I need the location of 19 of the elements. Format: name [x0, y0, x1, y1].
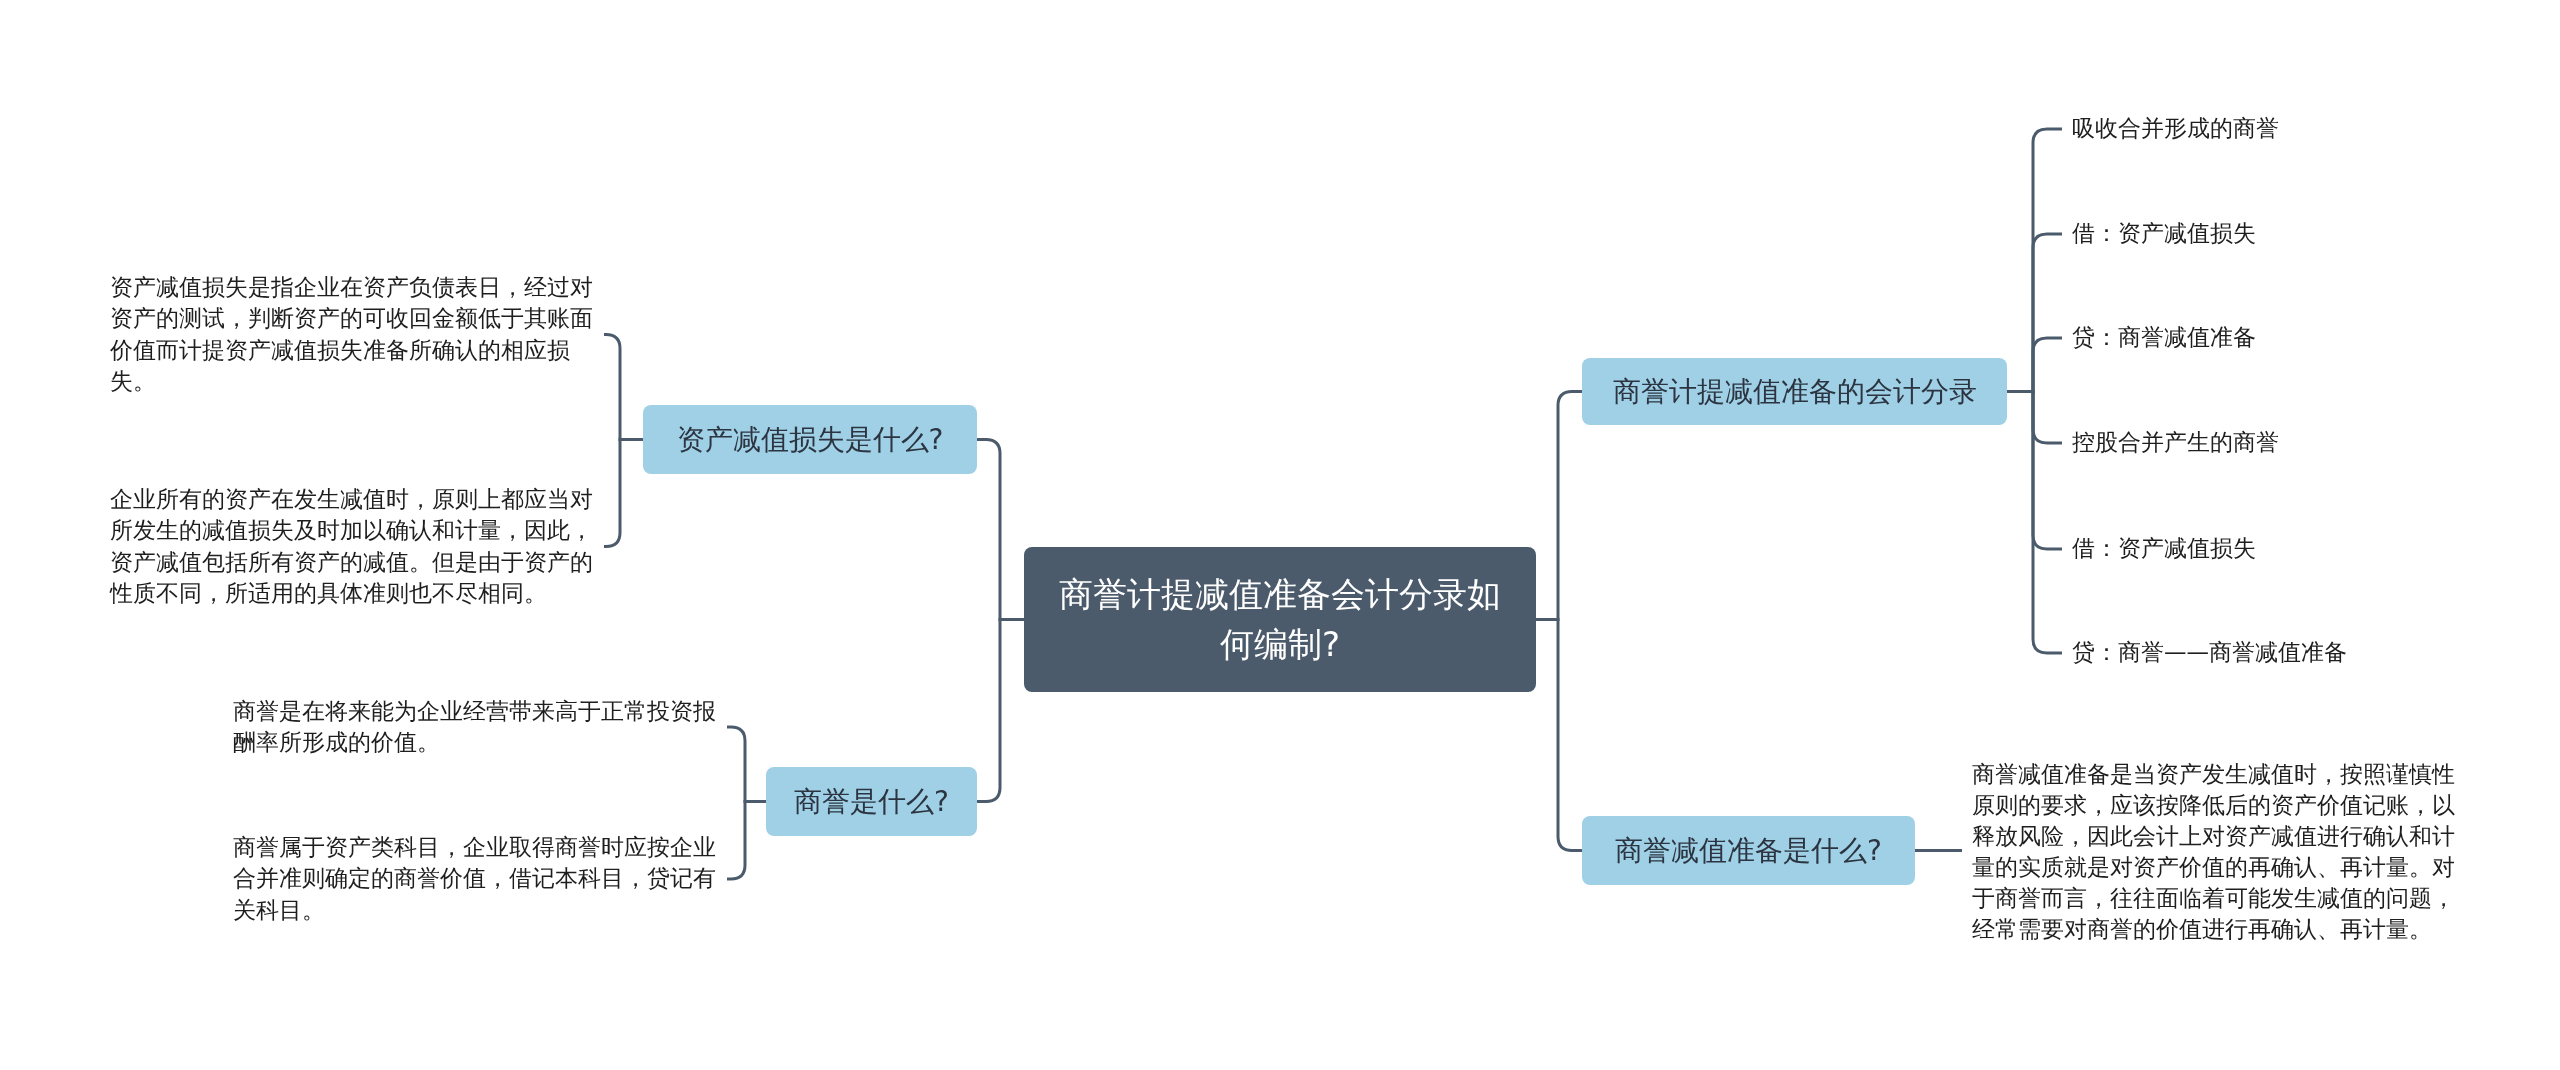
note-text: 贷：商誉减值准备	[2062, 321, 2482, 355]
note-text: 控股合并产生的商誉	[2062, 426, 2482, 460]
note-text: 商誉是在将来能为企业经营带来高于正常投资报酬率所形成的价值。	[223, 697, 727, 757]
note-text: 商誉减值准备是当资产发生减值时，按照谨慎性原则的要求，应该按降低后的资产价值记账，以释放风险，因此会计上对资产减值进行确认和计量的实质就是对资产价值的再确认、再计量。对于商誉而言，往往面临着可能发生减值的问题，经常需要对商誉的价值进行再确认、再计量。	[1962, 746, 2466, 958]
note-text: 企业所有的资产在发生减值时，原则上都应当对所发生的减值损失及时加以确认和计量，因此，资产减值包括所有资产的减值。但是由于资产的性质不同，所适用的具体准则也不尽相同。	[100, 471, 604, 622]
note-text: 资产减值损失是指企业在资产负债表日，经过对资产的测试，判断资产的可收回金额低于其账面价值而计提资产减值损失准备所确认的相应损失。	[100, 272, 604, 397]
topic-box: 商誉减值准备是什么?	[1582, 816, 1915, 885]
connector-line	[1915, 849, 1962, 852]
connector-line	[977, 618, 1024, 803]
connector-line	[1536, 618, 1582, 852]
topic-box: 商誉计提减值准备的会计分录	[1582, 358, 2007, 425]
note-text: 借：资产减值损失	[2062, 532, 2482, 566]
note-text: 吸收合并形成的商誉	[2062, 112, 2482, 146]
topic-box: 资产减值损失是什么?	[643, 405, 977, 474]
central-topic-box: 商誉计提减值准备会计分录如何编制?	[1024, 547, 1536, 692]
note-text: 贷：商誉——商誉减值准备	[2062, 636, 2482, 670]
topic-box: 商誉是什么?	[766, 767, 977, 836]
note-text: 借：资产减值损失	[2062, 217, 2482, 251]
note-text: 商誉属于资产类科目，企业取得商誉时应按企业合并准则确定的商誉价值，借记本科目，贷记有关科目。	[223, 834, 727, 924]
